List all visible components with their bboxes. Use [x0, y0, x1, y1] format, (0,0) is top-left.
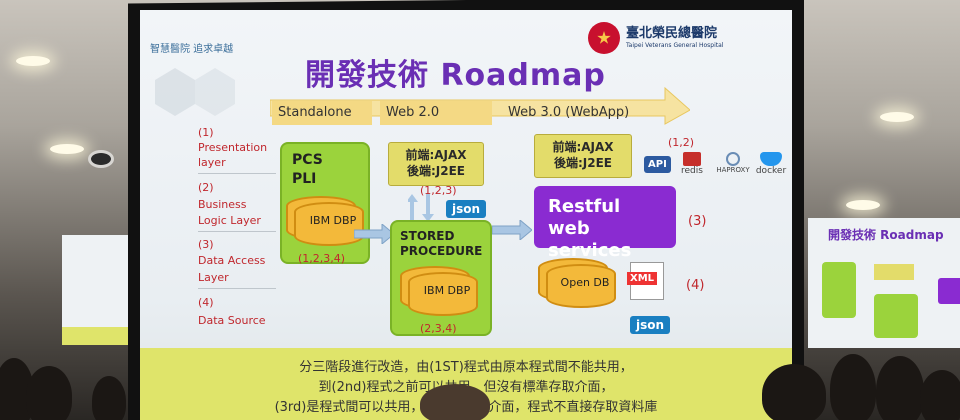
- layer-divider: [198, 173, 276, 174]
- ceiling-light: [846, 200, 880, 210]
- side-screen-footer: [62, 327, 130, 345]
- side-screen-title: 開發技術 Roadmap: [828, 228, 944, 242]
- standalone-title-1: PCS: [292, 152, 323, 168]
- web3-tag-4: (4): [686, 278, 705, 293]
- api-icon: API: [644, 156, 671, 173]
- side-box: [938, 278, 960, 304]
- redis-label: redis: [681, 166, 703, 176]
- layer-label: Data Access: [198, 254, 266, 267]
- hospital-logo: 臺北榮民總醫院 Taipei Veterans General Hospital: [588, 20, 778, 60]
- database-cylinder-icon: [408, 272, 478, 316]
- layer-divider: [198, 231, 276, 232]
- redis-logo: redis: [674, 152, 710, 176]
- stored-procedure-title-2: PROCEDURE: [400, 244, 483, 258]
- layer-label: (4): [198, 296, 214, 309]
- layer-label: Layer: [198, 271, 229, 284]
- slide-title: 開發技術 Roadmap: [305, 58, 606, 93]
- arrow-right-icon: [354, 224, 394, 244]
- layer-label: Logic Layer: [198, 214, 261, 227]
- side-screen-left: [62, 235, 130, 345]
- docker-label: docker: [755, 166, 787, 176]
- hexagon-decoration-icon: [155, 68, 235, 116]
- web2-front-label: 前端:AJAX: [405, 148, 467, 162]
- web3-frontend-box: 前端:AJAX 後端:J2EE: [534, 134, 632, 178]
- stored-procedure-title-1: STORED: [400, 229, 455, 243]
- stage-web2: Web 2.0: [380, 101, 492, 125]
- slide-tagline: 智慧醫院 追求卓越: [150, 44, 234, 55]
- standalone-title-2: PLI: [292, 171, 317, 187]
- audience-head: [420, 384, 490, 420]
- web2-tag-top: (1,2,3): [420, 184, 457, 197]
- web3-front-label: 前端:AJAX: [552, 140, 614, 154]
- layer-label: Data Source: [198, 314, 266, 327]
- audience-head: [830, 354, 876, 420]
- logo-name-en: Taipei Veterans General Hospital: [626, 42, 724, 49]
- docker-icon: [760, 152, 782, 166]
- layer-label: (3): [198, 238, 214, 251]
- xml-label: XML: [627, 272, 658, 285]
- web3-tag-12: (1,2): [668, 136, 695, 149]
- restful-title-2: web services: [548, 218, 632, 261]
- web3-back-label: 後端:J2EE: [553, 156, 612, 170]
- stage-standalone: Standalone: [272, 101, 372, 125]
- standalone-tag: (1,2,3,4): [298, 252, 346, 265]
- web2-back-label: 後端:J2EE: [406, 164, 465, 178]
- layer-label: Presentation: [198, 141, 268, 154]
- haproxy-label: HAPROXY: [716, 166, 750, 174]
- database-cylinder-icon: [294, 202, 364, 246]
- layer-divider: [198, 288, 276, 289]
- json-icon: json: [446, 200, 487, 218]
- side-box: [874, 264, 914, 280]
- layer-label: (1): [198, 126, 214, 139]
- audience-head: [92, 376, 126, 420]
- slide-footer: 分三階段進行改造，由(1ST)程式由原本程式間不能共用， 到(2nd)程式之前可…: [140, 348, 792, 420]
- web2-frontend-box: 前端:AJAX 後端:J2EE: [388, 142, 484, 186]
- restful-title-1: Restful: [548, 196, 621, 217]
- ceiling-light: [16, 56, 50, 66]
- audience-silhouettes: [0, 340, 960, 420]
- ceiling-light: [880, 112, 914, 122]
- database-cylinder-icon: [546, 264, 616, 308]
- stage-web3: Web 3.0 (WebApp): [508, 105, 630, 120]
- json-file-icon: json: [630, 316, 671, 334]
- database-label: Open DB: [560, 276, 610, 289]
- side-box: [822, 262, 856, 318]
- security-camera-icon: [88, 150, 114, 168]
- haproxy-logo: HAPROXY: [712, 152, 754, 174]
- database-label: IBM DBP: [423, 284, 471, 297]
- hospital-emblem-icon: [588, 22, 620, 54]
- ceiling-light: [50, 144, 84, 154]
- restful-box: Restful web services: [534, 186, 676, 261]
- web2-tag-bottom: (2,3,4): [420, 322, 457, 335]
- side-box: [874, 294, 918, 338]
- bidirectional-arrow-icon: [408, 194, 434, 222]
- redis-icon: [683, 152, 701, 166]
- layer-label: Business: [198, 198, 247, 211]
- docker-logo: docker: [752, 152, 790, 176]
- web3-tag-3: (3): [688, 214, 707, 229]
- audience-head: [876, 356, 924, 420]
- database-label: IBM DBP: [309, 214, 357, 227]
- side-screen-right: 開發技術 Roadmap: [808, 218, 960, 348]
- audience-head: [26, 366, 72, 420]
- xml-file-icon: XML: [627, 262, 664, 300]
- audience-head: [920, 370, 960, 420]
- logo-name-zh: 臺北榮民總醫院: [626, 26, 718, 41]
- presentation-slide: 智慧醫院 追求卓越 臺北榮民總醫院 Taipei Veterans Genera…: [140, 10, 792, 420]
- audience-head: [762, 364, 826, 420]
- haproxy-icon: [726, 152, 740, 166]
- footer-line-1: 分三階段進行改造，由(1ST)程式由原本程式間不能共用，: [299, 360, 633, 375]
- arrow-right-icon: [492, 220, 532, 240]
- layer-label: (2): [198, 181, 214, 194]
- layer-label: layer: [198, 156, 226, 169]
